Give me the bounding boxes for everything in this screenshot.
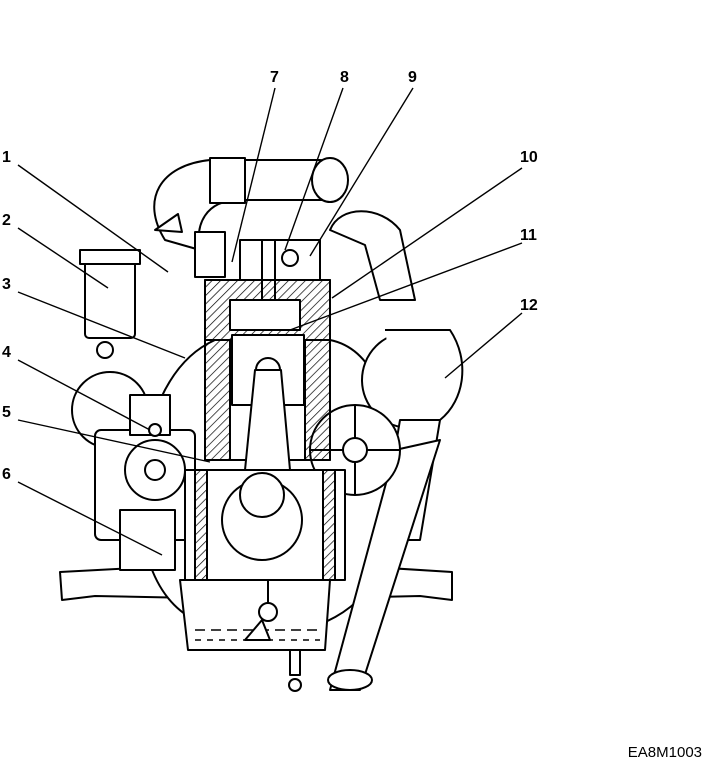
callout-12: 12 xyxy=(520,297,538,314)
callout-4: 4 xyxy=(2,344,11,361)
leader-4 xyxy=(17,359,151,431)
crankcase xyxy=(184,469,346,581)
callout-6: 6 xyxy=(2,466,11,483)
cylinder-block xyxy=(204,339,331,461)
piston xyxy=(231,334,305,471)
leader-1 xyxy=(17,164,169,273)
callout-9: 9 xyxy=(408,69,417,86)
callout-leaders xyxy=(17,87,523,556)
leader-10 xyxy=(331,167,523,299)
callout-2: 2 xyxy=(2,212,11,229)
leader-9 xyxy=(309,87,414,257)
turbo-intake-pipe xyxy=(153,157,349,251)
callout-8: 8 xyxy=(340,69,349,86)
leader-5 xyxy=(17,419,211,463)
leader-2 xyxy=(17,227,109,289)
leader-7 xyxy=(231,87,276,263)
callout-10: 10 xyxy=(520,149,538,166)
callout-1: 1 xyxy=(2,149,11,166)
drawing-code: EA8M1003 xyxy=(627,744,702,761)
callout-7: 7 xyxy=(270,69,279,86)
cylinder-head xyxy=(204,279,331,341)
leader-8 xyxy=(284,87,344,251)
leader-11 xyxy=(289,242,523,331)
fuel-filter xyxy=(79,249,141,359)
callout-3: 3 xyxy=(2,276,11,293)
callout-11: 11 xyxy=(520,227,537,244)
callout-5: 5 xyxy=(2,404,11,421)
oil-pan xyxy=(179,579,331,692)
rocker-assembly xyxy=(194,231,321,300)
leader-12 xyxy=(444,312,523,379)
leader-6 xyxy=(17,481,163,556)
leader-3 xyxy=(17,291,186,359)
